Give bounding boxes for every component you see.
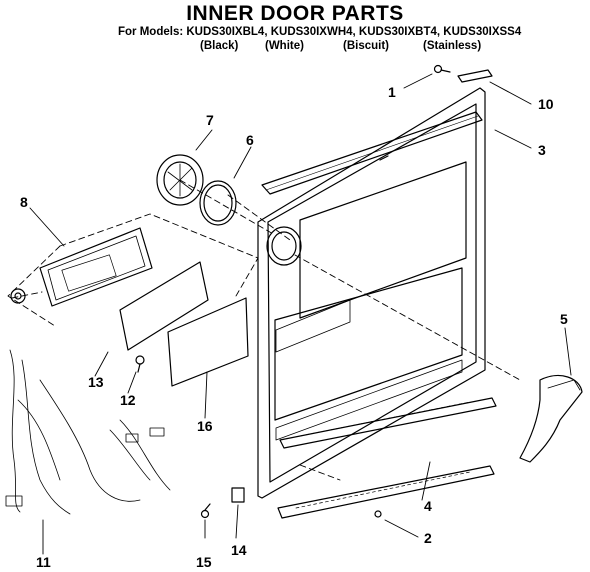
callout-7: 7: [206, 112, 214, 128]
part-10-top-trim: [457, 69, 493, 83]
callout-8: 8: [20, 194, 28, 210]
diagram-title: INNER DOOR PARTS: [186, 2, 404, 25]
variant-biscuit: (Biscuit): [343, 40, 389, 52]
part-7-vent: [156, 154, 204, 206]
callout-14: 14: [231, 542, 247, 558]
callout-10: 10: [538, 96, 554, 112]
callout-12: 12: [120, 392, 136, 408]
callout-2: 2: [424, 530, 432, 546]
variant-stainless: (Stainless): [423, 40, 482, 52]
part-12-screw: [135, 355, 145, 373]
callout-11: 11: [36, 554, 51, 570]
part-13-seal: [119, 261, 209, 351]
part-2-bottom-rail: [277, 465, 495, 519]
part-3-inner-door-panel: [257, 87, 486, 499]
part-15-screw: [200, 503, 211, 519]
callout-4: 4: [424, 498, 432, 514]
part-6-gasket: [199, 180, 237, 226]
variant-black: (Black): [200, 40, 239, 52]
models-line: For Models: KUDS30IXBL4, KUDS30IXWH4, KU…: [118, 26, 522, 38]
callout-16: 16: [197, 418, 213, 434]
part-11-wiring-harness: [5, 349, 171, 515]
part-14-clip: [231, 487, 245, 503]
callout-13: 13: [88, 374, 104, 390]
callout-5: 5: [560, 311, 568, 327]
variant-white: (White): [265, 40, 304, 52]
part-4-bottom-trim: [279, 397, 497, 449]
part-5-air-duct: [519, 375, 583, 463]
part-8-control-module: [10, 227, 153, 307]
part-16-board: [167, 297, 249, 387]
callout-1: 1: [388, 84, 396, 100]
callout-6: 6: [246, 132, 254, 148]
alignment-lines: [7, 179, 521, 481]
part-1-screw: [433, 64, 451, 74]
callout-15: 15: [196, 554, 212, 570]
callout-3: 3: [538, 142, 546, 158]
